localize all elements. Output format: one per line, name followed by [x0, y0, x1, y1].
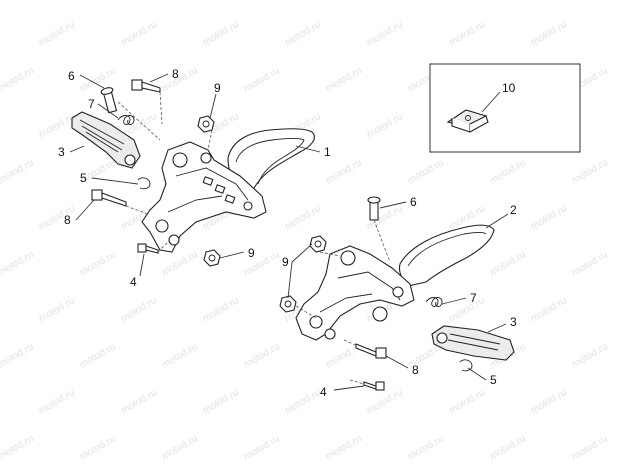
callout-8-right: 8 — [412, 363, 419, 377]
clip-part — [446, 109, 489, 133]
watermark-text: motod.ru — [283, 203, 323, 232]
watermark-text: motod.ru — [283, 387, 323, 416]
watermark-text: motod.ru — [324, 157, 364, 186]
watermark-text: motod.ru — [78, 249, 118, 278]
watermark-text: motod.ru — [242, 65, 282, 94]
callout-9-upper: 9 — [214, 81, 221, 95]
watermark-text: motod.ru — [488, 249, 528, 278]
watermark-text: motod.ru — [570, 157, 610, 186]
watermark-text: motod.ru — [488, 433, 528, 462]
footpeg-right — [431, 325, 515, 361]
callout-9-right: 9 — [282, 255, 289, 269]
callout-6-left: 6 — [68, 69, 75, 83]
watermark-text: motod.ru — [37, 111, 77, 140]
circlip-right — [459, 359, 473, 372]
left-footrest-assembly — [69, 73, 321, 277]
watermark-text: motod.ru — [283, 19, 323, 48]
callout-2: 2 — [510, 203, 517, 217]
circlip-left — [137, 177, 151, 190]
watermark-text: motod.ru — [570, 433, 610, 462]
callout-5-right: 5 — [490, 373, 497, 387]
callout-1: 1 — [324, 145, 331, 159]
pivot-pin-left — [100, 87, 118, 114]
small-bolt-left — [137, 243, 159, 254]
watermark-text: motod.ru — [570, 341, 610, 370]
watermark-text: motod.ru — [324, 433, 364, 462]
watermark-text: motod.ru — [201, 19, 241, 48]
watermark-text: motod.ru — [119, 295, 159, 324]
pivot-pin-right — [367, 196, 381, 221]
footrest-bracket-right — [295, 245, 415, 341]
watermark-text: motod.ru — [406, 157, 446, 186]
footpeg-left — [71, 111, 141, 169]
callout-4-left: 4 — [130, 275, 137, 289]
watermark-text: motod.ru — [160, 433, 200, 462]
callout-7-right: 7 — [470, 291, 477, 305]
watermark-text: motod.ru — [488, 157, 528, 186]
callout-7-left: 7 — [88, 97, 95, 111]
watermark-text: motod.ru — [0, 157, 36, 186]
watermark-text: motod.ru — [242, 341, 282, 370]
watermark-text: motod.ru — [37, 295, 77, 324]
callout-8-upper: 8 — [172, 67, 179, 81]
watermark-text: motod.ru — [37, 387, 77, 416]
watermark-text: motod.ru — [447, 19, 487, 48]
watermark-text: motod.ru — [0, 65, 36, 94]
callout-4-right: 4 — [320, 385, 327, 399]
nut-upper-left — [197, 115, 215, 133]
inset-box — [429, 63, 581, 153]
watermark-text: motod.ru — [324, 65, 364, 94]
nut-lower-left — [203, 249, 221, 267]
watermark-text: motod.ru — [529, 203, 569, 232]
spring-right — [425, 297, 443, 307]
watermark-text: motod.ru — [365, 111, 405, 140]
watermark-text: motod.ru — [160, 341, 200, 370]
callout-10: 10 — [502, 81, 516, 95]
callout-5-left: 5 — [80, 171, 87, 185]
callout-6-right: 6 — [410, 195, 417, 209]
watermark-text: motod.ru — [78, 433, 118, 462]
watermark-text: motod.ru — [406, 433, 446, 462]
watermark-text: motod.ru — [119, 19, 159, 48]
watermark-text: motod.ru — [160, 249, 200, 278]
watermark-text: motod.ru — [201, 295, 241, 324]
bolt-upper-left — [131, 79, 161, 93]
watermark-text: motod.ru — [529, 295, 569, 324]
watermark-text: motod.ru — [201, 387, 241, 416]
callout-9-lower: 9 — [248, 246, 255, 260]
watermark-text: motod.ru — [365, 387, 405, 416]
callout-3-right: 3 — [510, 315, 517, 329]
callout-8-lower: 8 — [64, 213, 71, 227]
nut-upper-right — [309, 235, 327, 253]
watermark-text: motod.ru — [37, 203, 77, 232]
right-footrest-assembly — [279, 196, 515, 391]
small-bolt-right — [363, 381, 385, 391]
callout-3-left: 3 — [58, 145, 65, 159]
spring-left — [117, 115, 135, 125]
watermark-text: motod.ru — [0, 341, 36, 370]
watermark-text: motod.ru — [242, 433, 282, 462]
bolt-lower-left — [91, 189, 127, 207]
watermark-text: motod.ru — [78, 341, 118, 370]
watermark-text: motod.ru — [447, 295, 487, 324]
heel-guard-plate-right — [398, 224, 495, 287]
watermark-text: motod.ru — [0, 249, 36, 278]
watermark-text: motod.ru — [570, 249, 610, 278]
watermark-text: motod.ru — [37, 19, 77, 48]
watermark-text: motod.ru — [447, 387, 487, 416]
watermark-text: motod.ru — [0, 433, 36, 462]
bolt-right — [355, 343, 387, 359]
watermark-text: motod.ru — [529, 387, 569, 416]
watermark-text: motod.ru — [365, 19, 405, 48]
watermark-text: motod.ru — [119, 387, 159, 416]
watermark-text: motod.ru — [160, 65, 200, 94]
watermark-text: motod.ru — [529, 19, 569, 48]
footrest-bracket-left — [141, 141, 267, 253]
callout-labels: 6 8 7 9 3 1 5 8 4 9 10 6 2 9 7 3 8 5 4 — [58, 67, 517, 399]
nut-lower-right — [279, 295, 297, 313]
